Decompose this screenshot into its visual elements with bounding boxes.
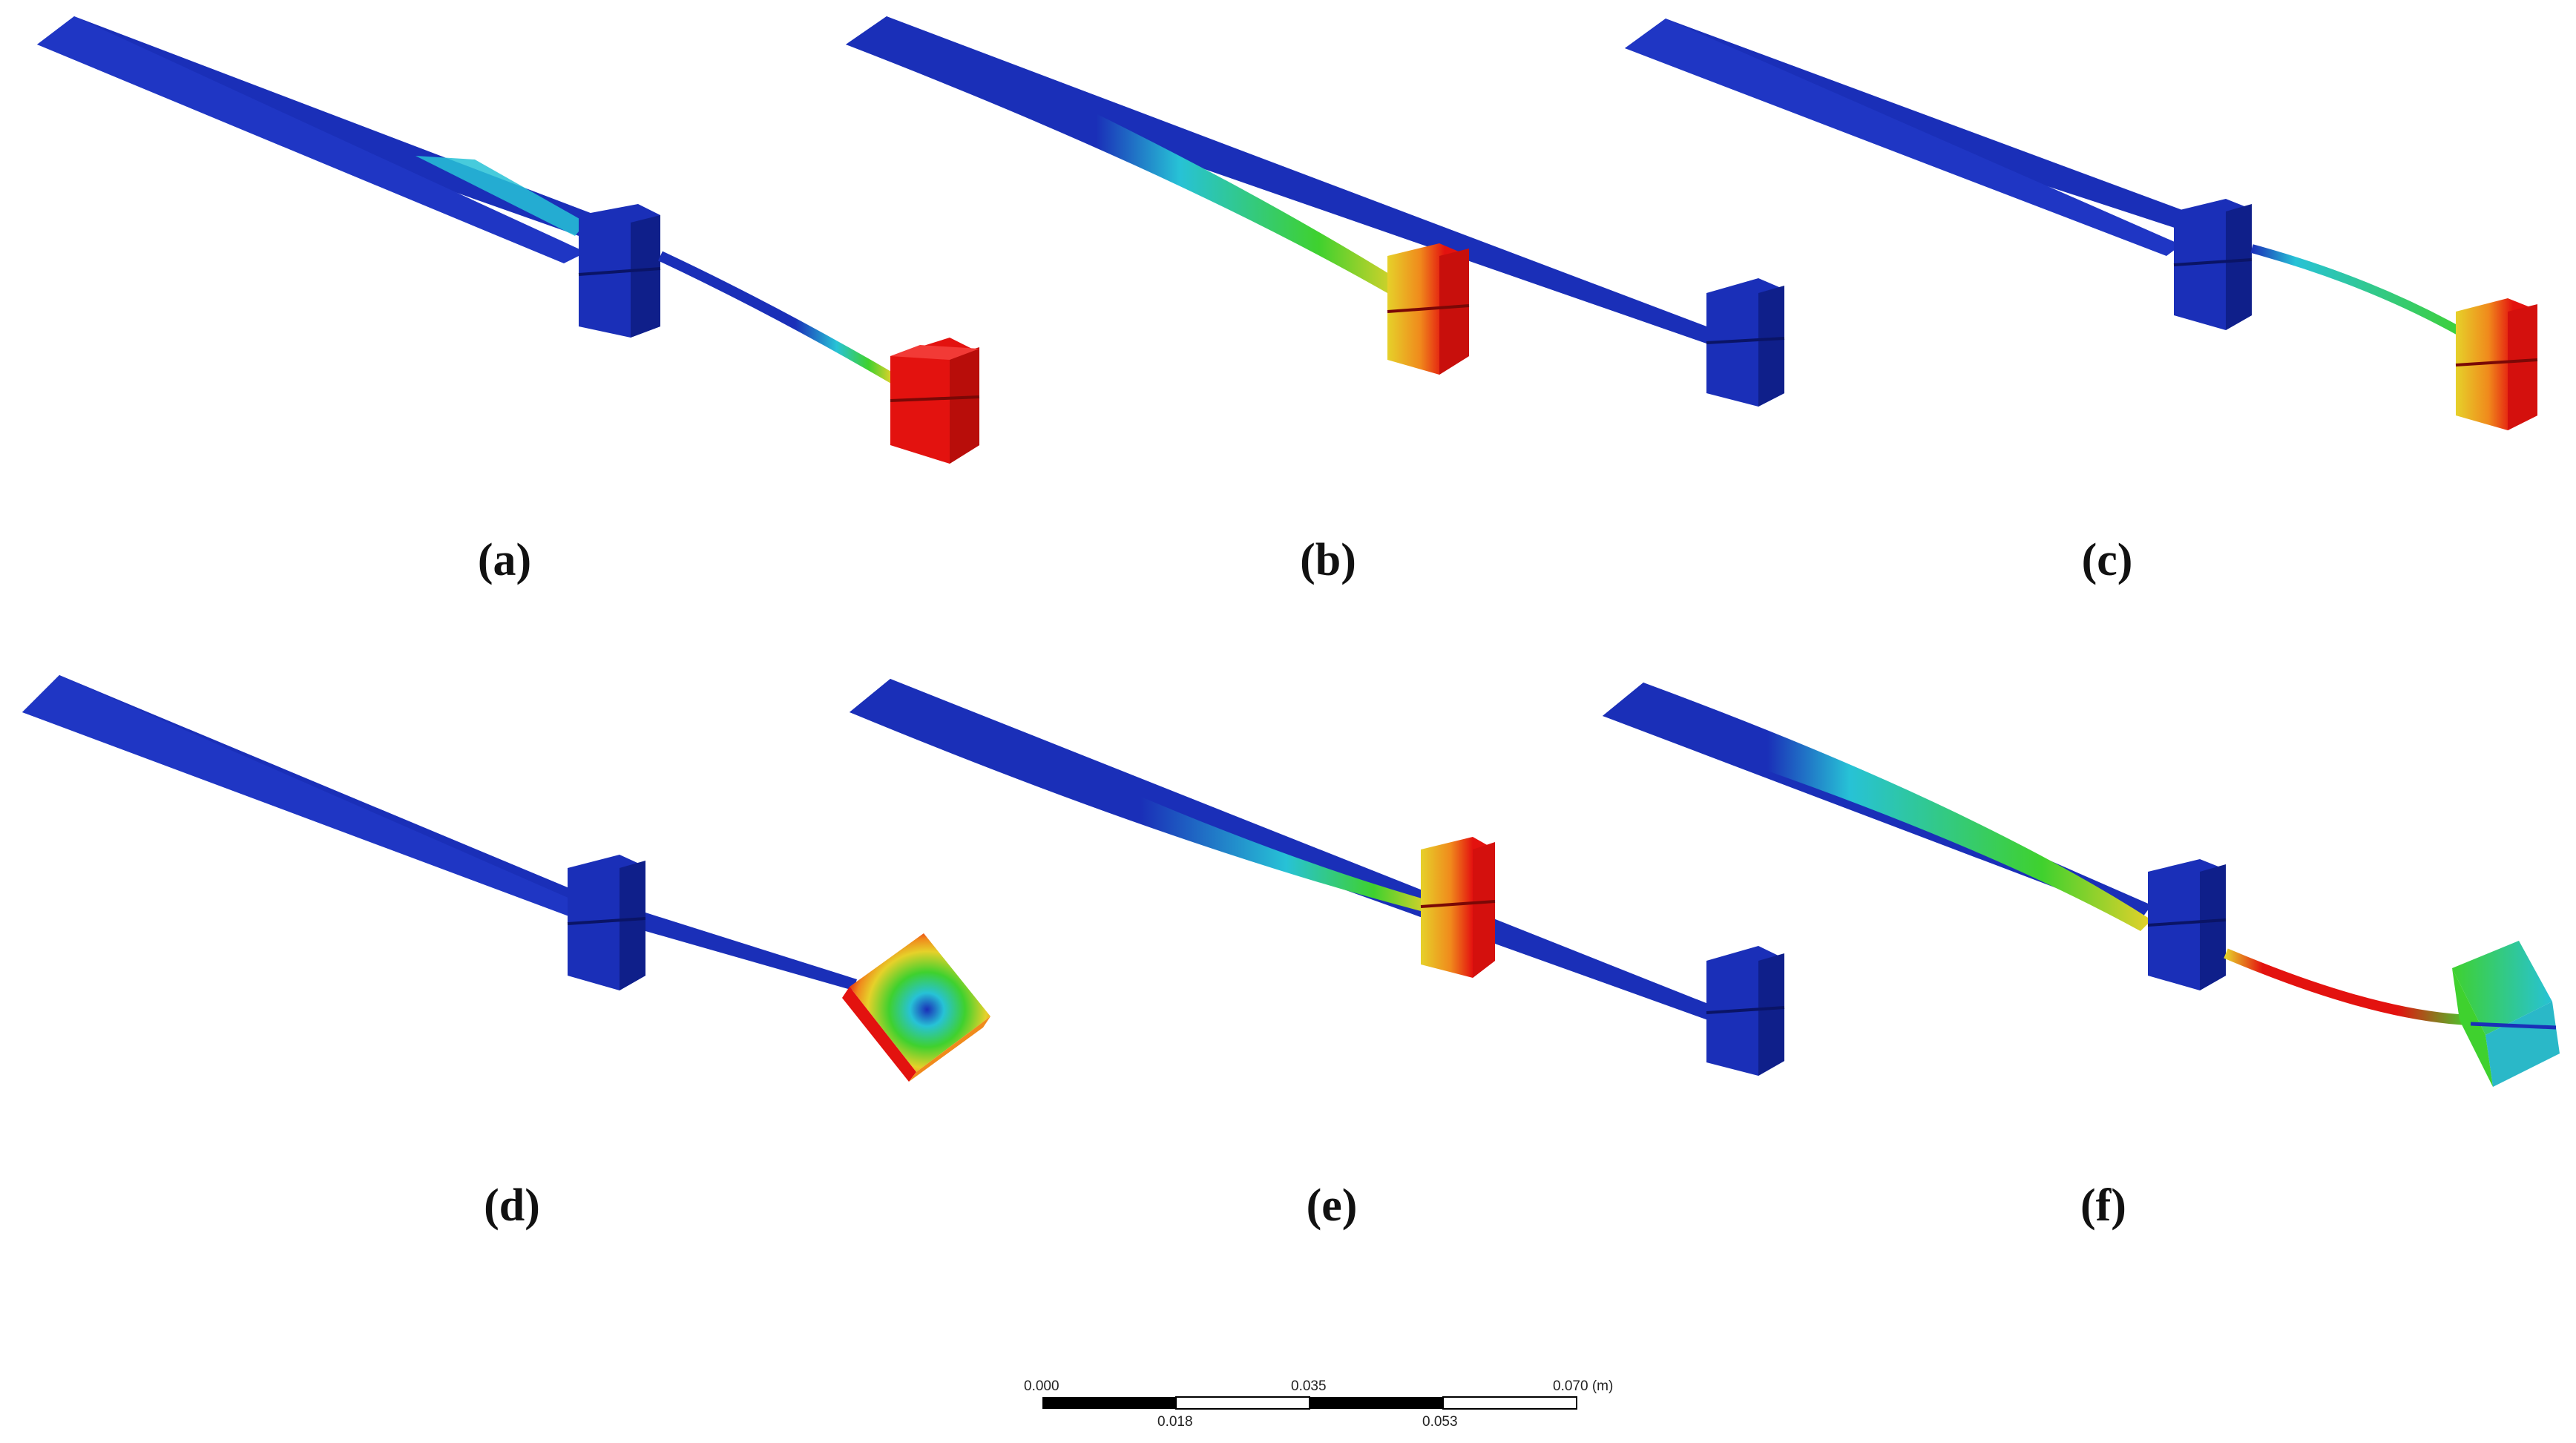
proof-mass <box>2455 298 2538 430</box>
proof-mass-rotated <box>842 933 990 1082</box>
anchor-block <box>2173 199 2253 330</box>
panel-label-e: (e) <box>1307 1180 1358 1231</box>
panel-label-f: (f) <box>2080 1180 2126 1231</box>
spring-plate-upper <box>846 16 1736 349</box>
scale-segment-4 <box>1442 1396 1577 1410</box>
scale-tick-070: 0.070 (m) <box>1553 1378 1613 1394</box>
panel-e <box>850 679 1785 1076</box>
scale-segment-2 <box>1175 1396 1310 1410</box>
panel-label-c: (c) <box>2082 535 2133 585</box>
scale-tick-0: 0.000 <box>1024 1378 1059 1394</box>
spring-plate-lower <box>22 675 594 920</box>
anchor-block <box>1706 946 1785 1076</box>
panel-c <box>1625 19 2538 430</box>
proof-mass-rotated <box>2452 941 2560 1087</box>
anchor-block <box>1706 278 1785 407</box>
spring-plate-lower <box>1603 683 2152 931</box>
panel-d <box>22 675 990 1082</box>
spring-plate-lower <box>846 16 1402 293</box>
anchor-block <box>578 204 661 338</box>
proof-mass <box>1420 837 1496 978</box>
scale-segment-1 <box>1042 1397 1176 1409</box>
panel-a <box>37 16 980 464</box>
scale-tick-018: 0.018 <box>1157 1414 1193 1430</box>
spring-plate-upper <box>850 679 1740 1028</box>
deformed-beam <box>2224 948 2471 1025</box>
scale-tick-035: 0.035 <box>1291 1378 1327 1394</box>
deformed-beam <box>2250 244 2473 342</box>
deformed-beam <box>658 251 908 391</box>
scale-bar: 0.000 0.035 0.070 (m) 0.018 0.053 <box>1024 1378 1613 1430</box>
spring-plate-lower <box>37 16 586 263</box>
panel-label-b: (b) <box>1300 535 1356 585</box>
panel-f <box>1603 683 2560 1087</box>
anchor-block <box>2147 859 2227 990</box>
panel-label-d: (d) <box>484 1180 540 1231</box>
scale-segment-3 <box>1310 1397 1443 1409</box>
anchor-block <box>567 855 646 990</box>
spring-plate-lower <box>1625 19 2181 256</box>
panel-label-a: (a) <box>478 535 531 585</box>
proof-mass <box>890 338 980 464</box>
straight-beam <box>645 913 857 990</box>
scale-tick-053: 0.053 <box>1422 1414 1458 1430</box>
spring-plate-lower <box>850 679 1432 911</box>
proof-mass <box>1387 243 1470 375</box>
panel-b <box>846 16 1785 407</box>
